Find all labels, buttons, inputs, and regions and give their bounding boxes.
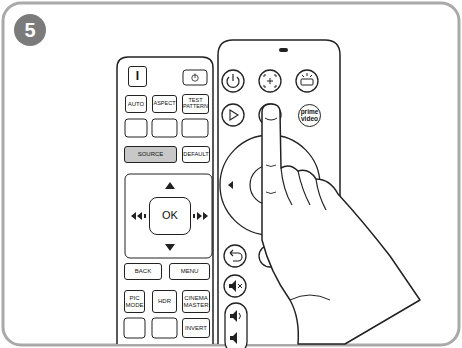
remote-button: MENU: [169, 263, 210, 280]
remote-button: prime video: [298, 104, 321, 127]
button-label: CINEMA MASTER: [183, 295, 209, 308]
button-label: BACK: [135, 268, 151, 274]
button-label: I: [136, 70, 139, 83]
button-label: TEST PATTERN: [183, 98, 208, 110]
button-label: MENU: [181, 268, 199, 274]
button-label: INVERT: [185, 325, 207, 331]
remote-button: SOURCE: [124, 146, 177, 163]
button-label: HDR: [158, 298, 171, 304]
remote-button: I: [128, 66, 147, 87]
remote-button: CINEMA MASTER: [182, 290, 210, 313]
remote-button: HDR: [152, 290, 177, 313]
button-label: SOURCE: [138, 151, 164, 157]
button-label: AUTO: [128, 101, 145, 107]
remote-button: INVERT: [182, 318, 210, 338]
button-label: 5: [24, 19, 35, 42]
ok-button: OK: [149, 197, 191, 235]
remote-button: DEFAULT: [182, 146, 210, 163]
remote-button: ASPECT: [152, 95, 177, 113]
button-label: DEFAULT: [183, 151, 208, 157]
button-label: prime video: [299, 109, 320, 122]
remote-button: PIC MODE: [124, 290, 145, 313]
remote-button: BACK: [124, 263, 162, 280]
button-label: PIC MODE: [125, 295, 144, 308]
step-number: 5: [14, 14, 46, 46]
remote-button: TEST PATTERN: [182, 94, 209, 114]
remote-button: AUTO: [125, 95, 147, 113]
button-label: ASPECT: [153, 101, 175, 107]
button-label: OK: [162, 210, 178, 222]
